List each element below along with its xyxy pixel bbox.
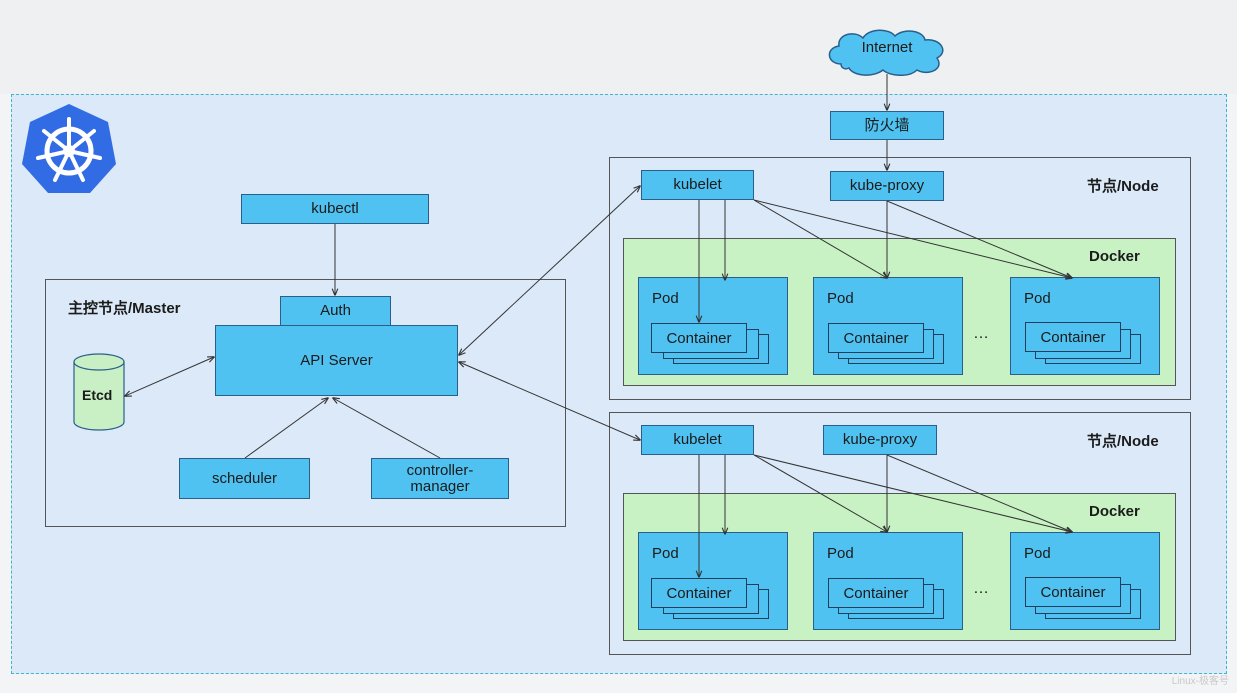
container-box: Container bbox=[1025, 322, 1121, 352]
pod-label: Pod bbox=[1024, 545, 1051, 562]
container-box: Container bbox=[828, 323, 924, 353]
pod-label: Pod bbox=[827, 290, 854, 307]
pod-label: Pod bbox=[652, 290, 679, 307]
ellipsis-2: … bbox=[973, 580, 990, 597]
kubectl-box: kubectl bbox=[241, 194, 429, 224]
kubelet-box-2: kubelet bbox=[641, 425, 754, 455]
docker-title-1: Docker bbox=[1089, 248, 1140, 265]
firewall-box: 防火墙 bbox=[830, 111, 944, 140]
container-box: Container bbox=[828, 578, 924, 608]
container-box: Container bbox=[1025, 577, 1121, 607]
etcd-cylinder-icon bbox=[73, 353, 125, 431]
ellipsis-1: … bbox=[973, 325, 990, 342]
pod-2-1: Pod Container bbox=[638, 532, 788, 630]
background-shape bbox=[0, 0, 1237, 94]
pod-1-3: Pod Container bbox=[1010, 277, 1160, 375]
master-title: 主控节点/Master bbox=[68, 300, 181, 317]
pod-label: Pod bbox=[1024, 290, 1051, 307]
controller-manager-box: controller- manager bbox=[371, 458, 509, 499]
etcd-label: Etcd bbox=[82, 387, 113, 403]
docker-title-2: Docker bbox=[1089, 503, 1140, 520]
scheduler-box: scheduler bbox=[179, 458, 310, 499]
api-server-box: API Server bbox=[215, 325, 458, 396]
pod-1-2: Pod Container bbox=[813, 277, 963, 375]
watermark: Linux-极客号 bbox=[1171, 676, 1229, 687]
pod-label: Pod bbox=[652, 545, 679, 562]
cloud-icon bbox=[828, 29, 944, 76]
pod-2-2: Pod Container bbox=[813, 532, 963, 630]
internet-label: Internet bbox=[861, 39, 913, 57]
kube-proxy-box-1: kube-proxy bbox=[830, 171, 944, 201]
kubelet-box-1: kubelet bbox=[641, 170, 754, 200]
container-box: Container bbox=[651, 578, 747, 608]
node-title-1: 节点/Node bbox=[1087, 178, 1159, 195]
pod-2-3: Pod Container bbox=[1010, 532, 1160, 630]
node-title-2: 节点/Node bbox=[1087, 433, 1159, 450]
kube-proxy-box-2: kube-proxy bbox=[823, 425, 937, 455]
pod-label: Pod bbox=[827, 545, 854, 562]
pod-1-1: Pod Container bbox=[638, 277, 788, 375]
kubernetes-helm-icon bbox=[22, 104, 116, 193]
container-box: Container bbox=[651, 323, 747, 353]
